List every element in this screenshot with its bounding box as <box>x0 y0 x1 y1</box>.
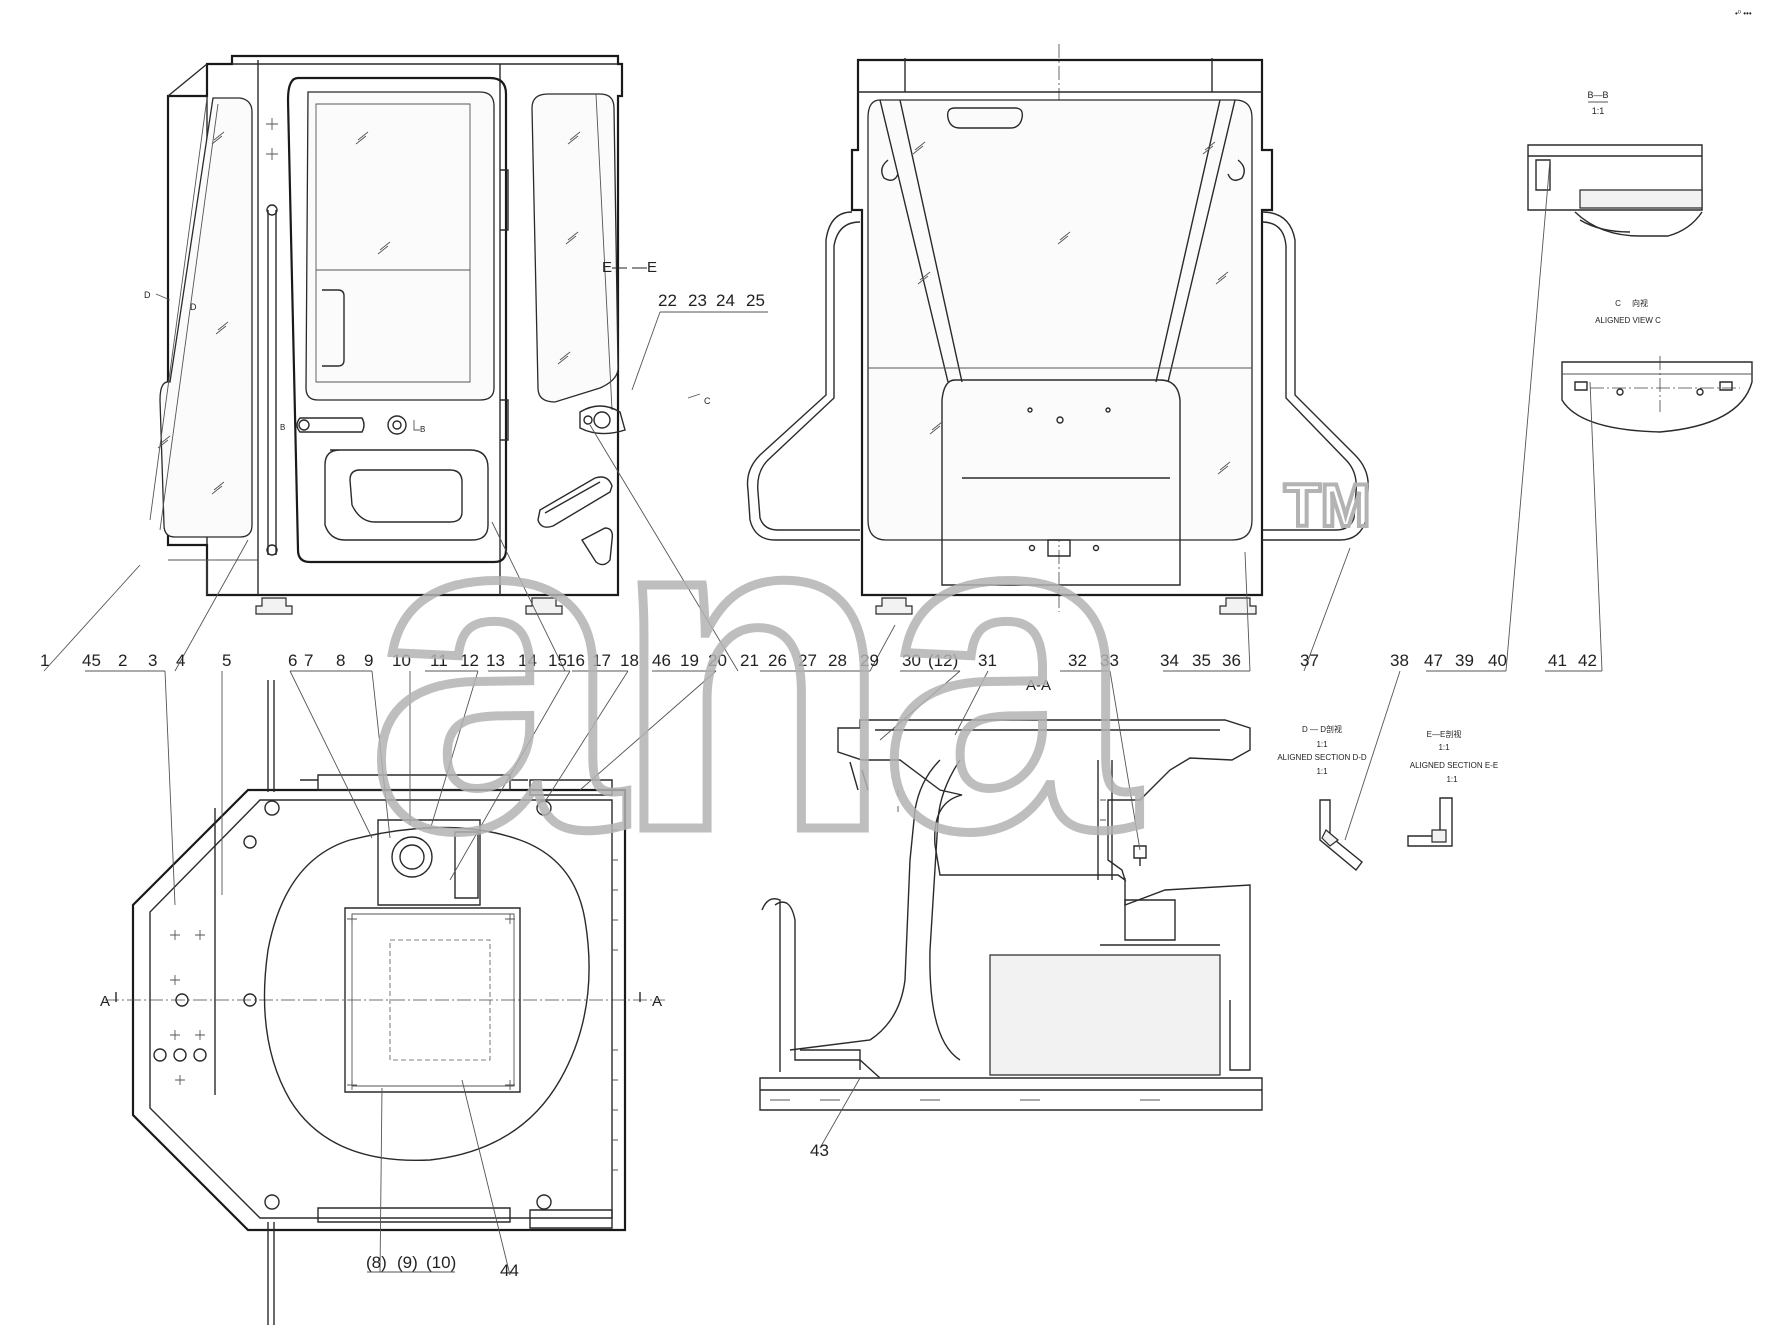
callout-24: 24 <box>716 291 735 310</box>
callout-46: 46 <box>652 651 671 670</box>
svg-text:B—B: B—B <box>1587 90 1608 100</box>
callout-17: 17 <box>592 651 611 670</box>
callout-27: 27 <box>798 651 817 670</box>
section-aa: A-A <box>759 677 1263 1111</box>
svg-text:A: A <box>100 993 110 1010</box>
callout-34: 34 <box>1160 651 1179 670</box>
callout-9-ref: (9) <box>397 1253 418 1272</box>
svg-text:—E: —E <box>632 259 657 276</box>
callout-13: 13 <box>486 651 505 670</box>
callout-31: 31 <box>978 651 997 670</box>
callout-12: 12 <box>460 651 479 670</box>
svg-text:1:1: 1:1 <box>1316 740 1328 749</box>
callout-45: 45 <box>82 651 101 670</box>
svg-text:向视: 向视 <box>1632 298 1648 308</box>
callout-47: 47 <box>1424 651 1443 670</box>
callout-41: 41 <box>1548 651 1567 670</box>
corner-mark: •⁰ ••• <box>1735 9 1752 18</box>
svg-text:ana: ana <box>368 413 1140 926</box>
svg-text:D: D <box>190 302 197 312</box>
callout-3: 3 <box>148 651 157 670</box>
plan-view: A A <box>100 680 665 1325</box>
svg-text:B: B <box>420 425 425 434</box>
section-ee: E—E剖视 1:1 ALIGNED SECTION E-E 1:1 <box>1407 729 1498 847</box>
leader-lines <box>43 159 1603 1276</box>
callout-42: 42 <box>1578 651 1597 670</box>
callout-40: 40 <box>1488 651 1507 670</box>
callout-36: 36 <box>1222 651 1241 670</box>
svg-text:E—E剖视: E—E剖视 <box>1427 729 1462 739</box>
callout-12-ref: (12) <box>928 651 958 670</box>
svg-text:ALIGNED SECTION D-D: ALIGNED SECTION D-D <box>1277 753 1367 762</box>
callout-8-ref: (8) <box>366 1253 387 1272</box>
callout-38: 38 <box>1390 651 1409 670</box>
callout-6: 6 <box>288 651 297 670</box>
callout-7: 7 <box>304 651 313 670</box>
svg-text:C: C <box>704 396 711 406</box>
callout-18: 18 <box>620 651 639 670</box>
callout-10-ref: (10) <box>426 1253 456 1272</box>
svg-text:1:1: 1:1 <box>1592 106 1605 116</box>
svg-text:1:1: 1:1 <box>1438 743 1450 752</box>
watermark-logo: ana TM <box>364 409 1373 931</box>
svg-text:TM: TM <box>1284 472 1371 539</box>
callout-numbers: 1 45 2 3 4 5 6 7 8 9 10 11 12 13 14 15 1… <box>40 291 1597 1280</box>
callout-23: 23 <box>688 291 707 310</box>
callout-14: 14 <box>518 651 537 670</box>
callout-29: 29 <box>860 651 879 670</box>
callout-1: 1 <box>40 651 49 670</box>
callout-35: 35 <box>1192 651 1211 670</box>
callout-32: 32 <box>1068 651 1087 670</box>
callout-43: 43 <box>810 1141 829 1160</box>
callout-25: 25 <box>746 291 765 310</box>
section-bb: B—B 1:1 <box>1527 90 1703 237</box>
callout-20: 20 <box>708 651 727 670</box>
front-view <box>746 44 1369 615</box>
callout-16: 16 <box>566 651 585 670</box>
svg-text:D: D <box>144 290 151 300</box>
callout-21: 21 <box>740 651 759 670</box>
svg-text:1:1: 1:1 <box>1446 775 1458 784</box>
callout-10: 10 <box>392 651 411 670</box>
section-markers: D D E— —E B B C <box>144 259 711 434</box>
svg-text:E—: E— <box>602 259 627 276</box>
callout-5: 5 <box>222 651 231 670</box>
svg-text:A: A <box>652 993 662 1010</box>
callout-22: 22 <box>658 291 677 310</box>
callout-8: 8 <box>336 651 345 670</box>
svg-text:ALIGNED SECTION E-E: ALIGNED SECTION E-E <box>1410 761 1498 770</box>
callout-39: 39 <box>1455 651 1474 670</box>
callout-19: 19 <box>680 651 699 670</box>
callout-11: 11 <box>430 651 448 670</box>
callout-37: 37 <box>1300 651 1319 670</box>
view-c: C 向视 ALIGNED VIEW C <box>1561 298 1753 433</box>
section-dd: D — D剖视 1:1 ALIGNED SECTION D-D 1:1 <box>1277 724 1367 872</box>
svg-text:D — D剖视: D — D剖视 <box>1302 724 1342 734</box>
svg-text:A-A: A-A <box>1026 677 1051 694</box>
callout-26: 26 <box>768 651 787 670</box>
callout-44: 44 <box>500 1261 519 1280</box>
callout-4: 4 <box>176 651 185 670</box>
callout-28: 28 <box>828 651 847 670</box>
callout-33: 33 <box>1100 651 1119 670</box>
svg-text:C: C <box>1615 299 1621 308</box>
svg-text:ALIGNED VIEW C: ALIGNED VIEW C <box>1595 316 1661 325</box>
svg-text:B: B <box>280 423 285 432</box>
callout-2: 2 <box>118 651 127 670</box>
callout-15: 15 <box>548 651 567 670</box>
callout-9: 9 <box>364 651 373 670</box>
callout-30: 30 <box>902 651 921 670</box>
side-view <box>149 54 626 615</box>
svg-text:1:1: 1:1 <box>1316 767 1328 776</box>
